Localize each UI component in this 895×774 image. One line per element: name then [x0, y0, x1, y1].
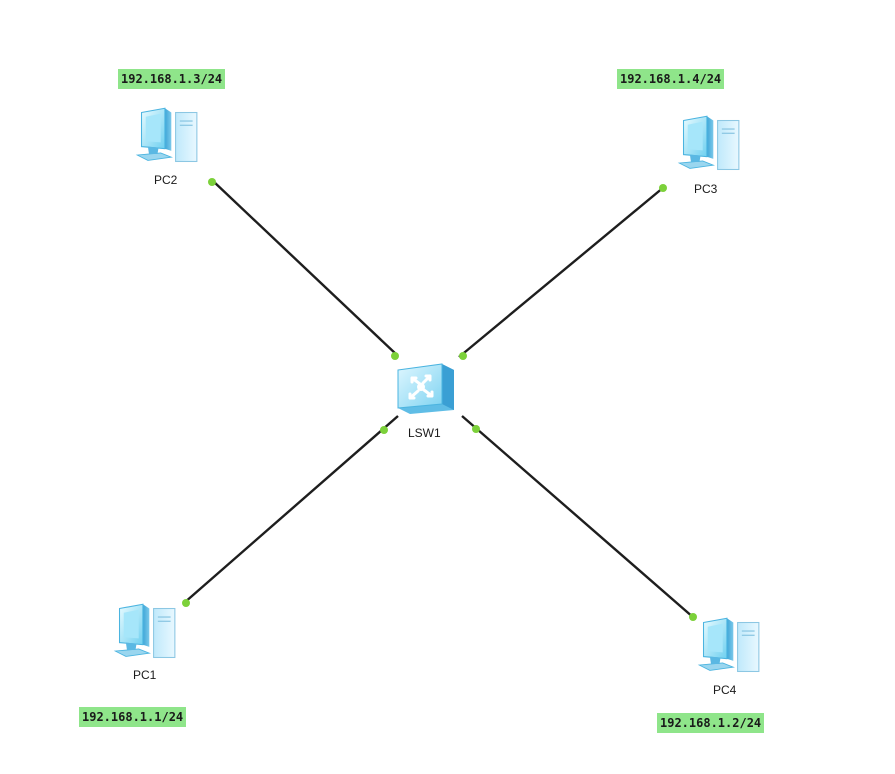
ip-label-pc2: 192.168.1.3/24: [118, 69, 226, 89]
pc-port-dot-pc3: [659, 184, 667, 192]
ip-label-pc4: 192.168.1.2/24: [657, 713, 765, 733]
ip-label-pc3: 192.168.1.4/24: [617, 69, 725, 89]
device-label-pc1: PC1: [133, 668, 157, 682]
switch-port-dot-pc3: [459, 352, 467, 360]
switch-icon[interactable]: [397, 363, 454, 414]
switch-port-dot-pc4: [472, 425, 480, 433]
switch-port-dot-pc1: [380, 426, 388, 434]
pc-icon[interactable]: [136, 107, 198, 163]
pc-port-dot-pc2: [208, 178, 216, 186]
pc-icon[interactable]: [698, 617, 760, 673]
link-lsw1-pc2[interactable]: [212, 180, 398, 356]
ports-layer: [182, 178, 697, 621]
link-lsw1-pc4[interactable]: [461, 415, 695, 619]
ip-label-pc1: 192.168.1.1/24: [79, 707, 187, 727]
pc-icon[interactable]: [114, 603, 176, 659]
device-label-pc3: PC3: [694, 182, 718, 196]
link-lsw1-pc3[interactable]: [458, 186, 665, 358]
device-label-pc2: PC2: [154, 173, 178, 187]
link-lsw1-pc1[interactable]: [183, 415, 399, 604]
device-label-pc4: PC4: [713, 683, 737, 697]
links-layer: [183, 180, 695, 619]
pc-port-dot-pc1: [182, 599, 190, 607]
device-label-lsw1: LSW1: [408, 426, 441, 440]
pc-port-dot-pc4: [689, 613, 697, 621]
switch-port-dot-pc2: [391, 352, 399, 360]
pc-icon[interactable]: [678, 115, 740, 171]
